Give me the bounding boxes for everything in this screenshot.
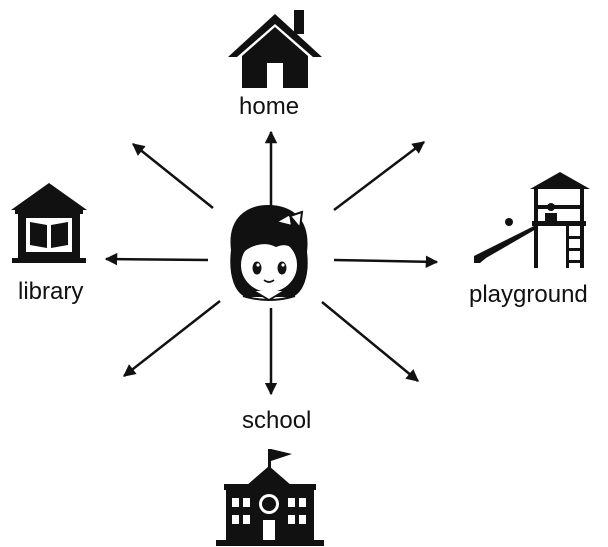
- school-label: school: [242, 407, 312, 434]
- home-label: home: [239, 93, 300, 120]
- house-icon: [228, 10, 322, 88]
- library-label: library: [18, 278, 84, 305]
- playground-label: playground: [469, 281, 588, 308]
- playground-icon: [474, 172, 590, 268]
- arrow-to-library: [104, 252, 209, 266]
- arrow-lower-left: [123, 300, 221, 377]
- arrow-upper-left: [132, 143, 214, 209]
- school-icon: [216, 449, 324, 546]
- arrow-lower-right: [321, 301, 419, 382]
- girl-icon: [230, 204, 308, 302]
- library-icon: [11, 183, 87, 263]
- arrow-upper-right: [333, 141, 425, 211]
- arrow-to-playground: [333, 255, 439, 269]
